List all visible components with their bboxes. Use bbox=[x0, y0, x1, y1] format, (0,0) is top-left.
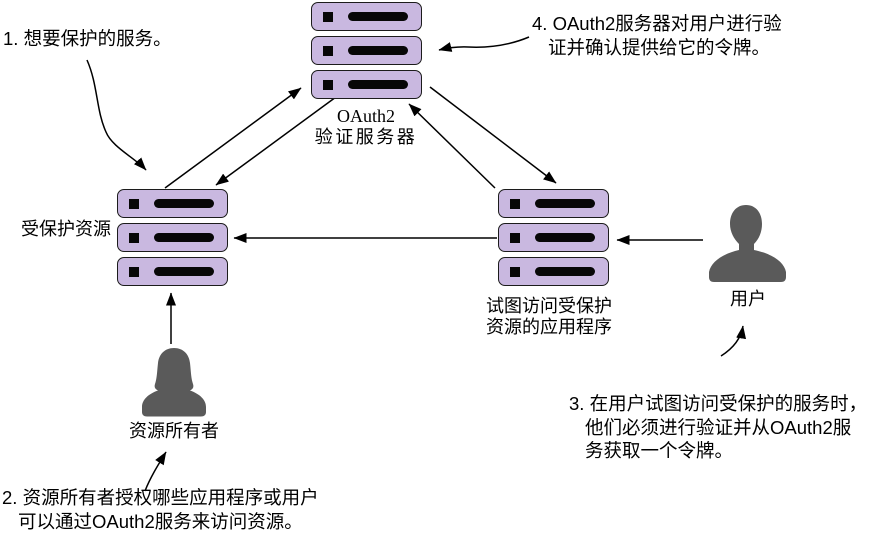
note1-pointer-arrow bbox=[86, 59, 147, 171]
server-unit bbox=[117, 223, 228, 252]
server-led-icon bbox=[129, 266, 139, 277]
note-4: 4. OAuth2服务器对用户进行验 证并确认提供给它的令牌。 bbox=[532, 12, 782, 59]
server-unit bbox=[117, 257, 228, 286]
resource-owner-silhouette-icon bbox=[142, 348, 206, 417]
note-3-line2: 他们必须进行验证并从OAuth2服 bbox=[585, 416, 852, 438]
note-2: 2. 资源所有者授权哪些应用程序或用户 可以通过OAuth2服务来访问资源。 bbox=[2, 486, 319, 533]
resource-owner-label: 资源所有者 bbox=[129, 421, 219, 441]
server-led-icon bbox=[323, 11, 333, 22]
protected-resource-label: 受保护资源 bbox=[21, 219, 111, 239]
server-led-icon bbox=[510, 198, 520, 209]
server-drive-bay-icon bbox=[154, 199, 214, 208]
note-2-line2: 可以通过OAuth2服务来访问资源。 bbox=[18, 510, 303, 532]
server-drive-bay-icon bbox=[535, 233, 595, 242]
oauth2-server-stack bbox=[311, 2, 422, 99]
note-4-line2: 证并确认提供给它的令牌。 bbox=[548, 36, 771, 58]
server-led-icon bbox=[129, 198, 139, 209]
note-2-line1: 2. 资源所有者授权哪些应用程序或用户 bbox=[2, 487, 319, 508]
client-app-label-line2: 资源的应用程序 bbox=[486, 317, 612, 337]
server-led-icon bbox=[510, 232, 520, 243]
oauth2-server-label: OAuth2 验证服务器 bbox=[311, 106, 421, 148]
oauth2-server-label-line1: OAuth2 bbox=[337, 106, 395, 126]
server-drive-bay-icon bbox=[154, 267, 214, 276]
server-drive-bay-icon bbox=[348, 46, 408, 55]
note-3-line1: 3. 在用户试图访问受保护的服务时， bbox=[569, 393, 868, 414]
server-led-icon bbox=[323, 45, 333, 56]
server-unit bbox=[498, 223, 609, 252]
arrow-resource-to-oauth2 bbox=[164, 87, 302, 189]
note3-pointer-arrow bbox=[720, 325, 747, 357]
server-drive-bay-icon bbox=[348, 12, 408, 21]
server-led-icon bbox=[323, 79, 333, 90]
user-silhouette-icon bbox=[709, 205, 786, 282]
protected-resource-stack bbox=[117, 189, 228, 286]
server-drive-bay-icon bbox=[154, 233, 214, 242]
note-4-line1: 4. OAuth2服务器对用户进行验 bbox=[532, 13, 782, 34]
server-unit bbox=[498, 189, 609, 218]
note-3: 3. 在用户试图访问受保护的服务时， 他们必须进行验证并从OAuth2服 务获取… bbox=[569, 392, 867, 463]
server-drive-bay-icon bbox=[535, 267, 595, 276]
client-app-label-line1: 试图访问受保护 bbox=[486, 296, 612, 316]
client-app-stack bbox=[498, 189, 609, 286]
server-unit bbox=[311, 2, 422, 31]
note-1: 1. 想要保护的服务。 bbox=[3, 27, 172, 51]
server-drive-bay-icon bbox=[535, 199, 595, 208]
note-1-line1: 1. 想要保护的服务。 bbox=[3, 28, 172, 49]
server-drive-bay-icon bbox=[348, 80, 408, 89]
server-unit bbox=[311, 70, 422, 99]
oauth2-server-label-line2: 验证服务器 bbox=[314, 127, 418, 147]
server-unit bbox=[311, 36, 422, 65]
arrow-oauth2-to-app bbox=[429, 86, 557, 184]
note4-pointer-arrow bbox=[438, 36, 530, 52]
server-led-icon bbox=[510, 266, 520, 277]
arrow-app-to-oauth2 bbox=[408, 103, 496, 189]
client-app-label: 试图访问受保护 资源的应用程序 bbox=[486, 296, 612, 338]
server-unit bbox=[498, 257, 609, 286]
note-3-line3: 务获取一个令牌。 bbox=[585, 440, 734, 461]
server-unit bbox=[117, 189, 228, 218]
server-led-icon bbox=[129, 232, 139, 243]
user-label: 用户 bbox=[730, 289, 766, 309]
